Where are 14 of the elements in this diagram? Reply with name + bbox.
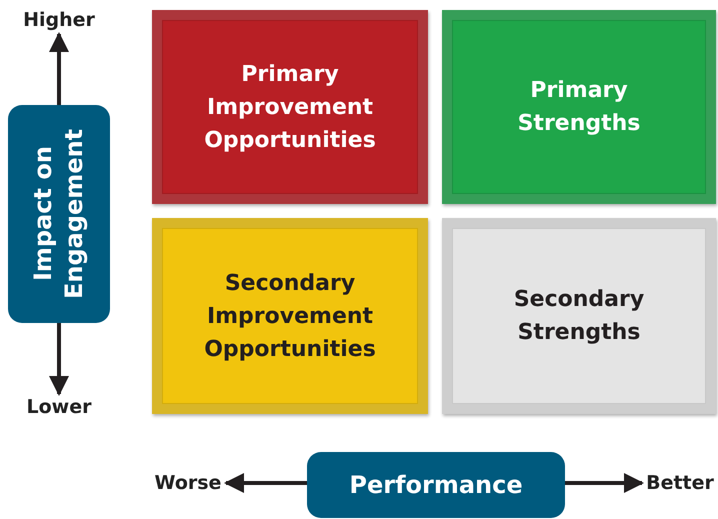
axis-title-box: Performance [307, 452, 565, 518]
arrow [565, 473, 644, 493]
axis-end-label: Higher [8, 6, 110, 34]
quadrant-box: Primary Strengths [442, 10, 716, 204]
quadrant-box: Primary Improvement Opportunities [152, 10, 428, 204]
axis-end-label: Better [642, 470, 718, 496]
axis-end-label: Worse [150, 470, 226, 496]
arrow [49, 32, 69, 105]
axis-end-label: Lower [8, 394, 110, 420]
quadrant-box: Secondary Improvement Opportunities [152, 218, 428, 414]
quadrant-box: Secondary Strengths [442, 218, 716, 414]
arrow [49, 323, 69, 396]
axis-title-box: Impact on Engagement [8, 105, 110, 323]
arrow [224, 473, 307, 493]
